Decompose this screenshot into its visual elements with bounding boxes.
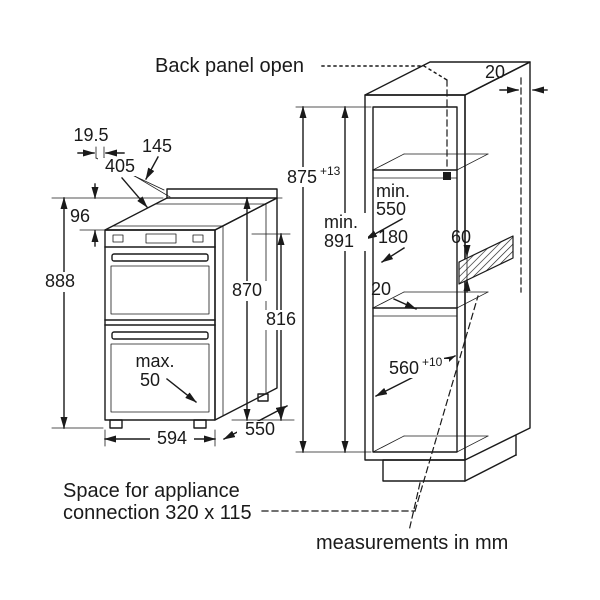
dim-875-tolerance-label: +13 <box>320 164 341 178</box>
oven-display <box>145 233 177 244</box>
space-note-line1: Space for appliance <box>63 480 240 502</box>
label-backgrounds <box>38 158 449 448</box>
dim-20-gap-label: 20 <box>371 279 391 299</box>
dim-180-label: 180 <box>378 227 408 247</box>
back-panel-open-label: Back panel open <box>155 55 304 77</box>
dim-405-label: 405 <box>105 156 135 176</box>
dim-550-label: 550 <box>245 419 275 439</box>
cabinet-drawing <box>364 61 531 482</box>
dim-60-label: 60 <box>451 227 471 247</box>
dim-560-tolerance-label: +10 <box>422 355 443 369</box>
oven-foot-left <box>109 419 123 429</box>
oven-control-knob-left <box>112 234 124 243</box>
oven-upper-door-glass <box>110 265 210 315</box>
dim-888-label: 888 <box>45 271 75 291</box>
oven-back-trim <box>166 188 278 199</box>
oven-right-face <box>214 197 278 421</box>
dim-96-label: 96 <box>70 206 90 226</box>
cabinet-plinth <box>382 459 466 482</box>
dim-870-label: 870 <box>232 280 262 300</box>
oven-lower-handle <box>111 331 209 340</box>
oven-lower-door-glass <box>110 343 210 413</box>
dim-min550-value-label: 550 <box>376 199 406 219</box>
dim-145-label: 145 <box>142 136 172 156</box>
units-note: measurements in mm <box>316 532 508 554</box>
oven-top-face <box>104 197 278 231</box>
back-panel-marker-dot <box>443 172 451 180</box>
dim-560-label: 560 <box>389 358 419 378</box>
dim-max-50-label: 50 <box>140 370 160 390</box>
dim-min891-value-label: 891 <box>324 231 354 251</box>
dim-20-wall-label: 20 <box>485 62 505 82</box>
oven-control-knob-right <box>192 234 204 243</box>
appliance-connection-area <box>458 235 514 285</box>
oven-foot-back <box>257 393 269 402</box>
cabinet-front-frame <box>364 94 466 461</box>
dim-max-label: max. <box>135 351 174 371</box>
space-note-line2: connection 320 x 115 <box>63 502 252 524</box>
dim-19-5-label: 19.5 <box>73 125 108 145</box>
labels: Back panel open 19.5 145 405 96 888 870 … <box>45 55 508 554</box>
cabinet-niche-opening <box>372 106 458 453</box>
dim-min891-min-label: min. <box>324 212 358 232</box>
dimension-lines <box>51 65 548 532</box>
dim-875-label: 875 <box>287 167 317 187</box>
dim-594-label: 594 <box>157 428 187 448</box>
oven-upper-handle <box>111 253 209 262</box>
dim-816-label: 816 <box>266 309 296 329</box>
oven-foot-right <box>193 419 207 429</box>
oven-drawing <box>104 188 278 429</box>
dim-min550-min-label: min. <box>376 181 410 201</box>
